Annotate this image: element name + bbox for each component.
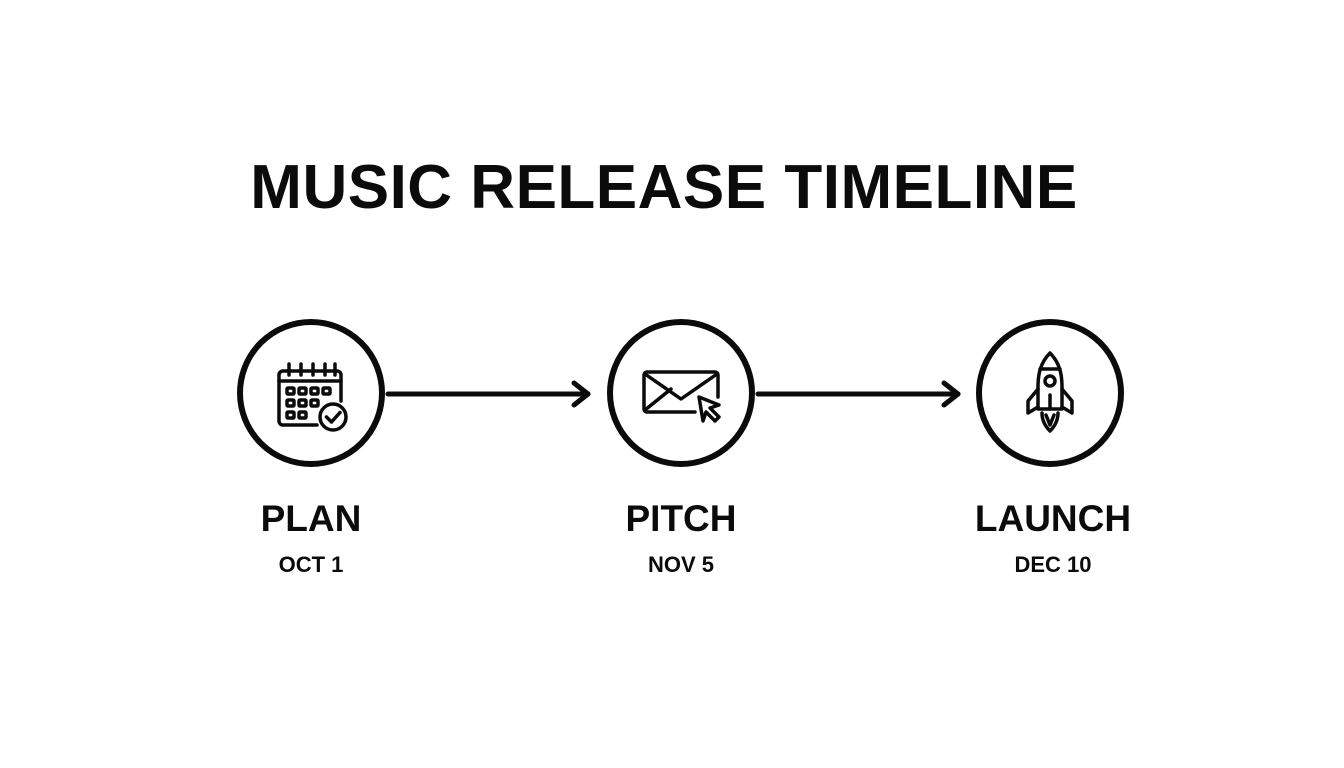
calendar-check-icon — [277, 362, 348, 432]
stage-plan-label: PLAN — [260, 498, 362, 539]
stage-launch-label: LAUNCH — [974, 498, 1132, 539]
page-title: MUSIC RELEASE TIMELINE — [250, 153, 1078, 222]
stage-pitch-label: PITCH — [625, 498, 737, 539]
rocket-icon — [1026, 351, 1074, 433]
arrow-plan-to-pitch — [385, 380, 591, 408]
arrow-pitch-to-launch — [755, 380, 961, 408]
stage-launch-date: DEC 10 — [1014, 552, 1092, 577]
stage-plan-date: OCT 1 — [278, 552, 344, 577]
stage-pitch-date: NOV 5 — [647, 552, 715, 577]
stage-launch-circle — [976, 319, 1124, 467]
stage-pitch-circle — [607, 319, 755, 467]
stage-plan-circle — [237, 319, 385, 467]
envelope-cursor-icon — [642, 370, 721, 423]
